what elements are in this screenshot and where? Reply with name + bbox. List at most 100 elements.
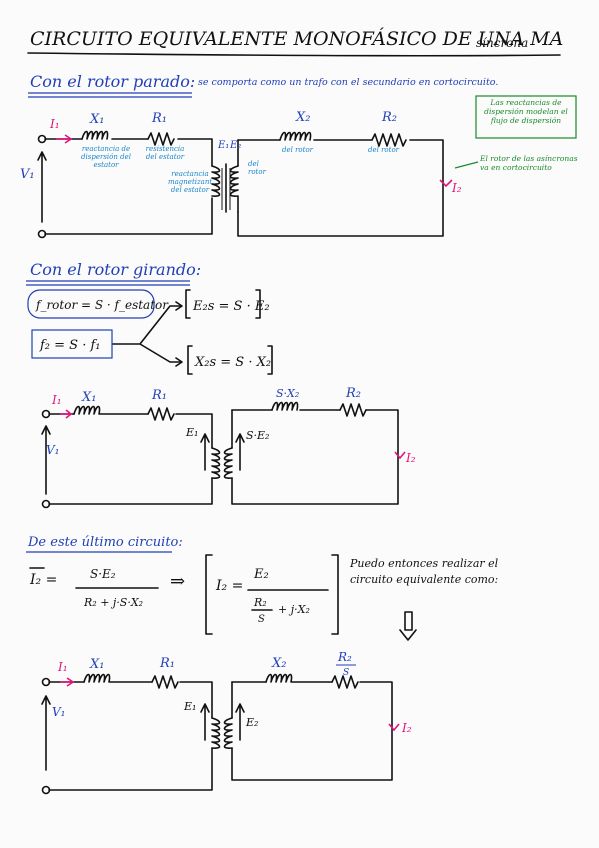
inductor-x1-symbol-2 xyxy=(73,405,101,415)
branch-arrows-icon xyxy=(112,305,181,363)
label-x2-3: X₂ xyxy=(271,656,286,671)
v1-arrow-icon xyxy=(37,151,47,223)
eq-frotor: f_rotor = S · f_estator xyxy=(35,298,169,312)
label-s-3: S xyxy=(343,668,349,678)
coil-secondary-symbol xyxy=(229,165,239,213)
label-v1: V₁ xyxy=(20,167,35,182)
note-rotor-left: del rotor xyxy=(248,160,266,176)
label-sx2: S·X₂ xyxy=(276,387,299,400)
transformer-core-symbol xyxy=(221,168,231,210)
label-i2: I₂ xyxy=(451,181,462,195)
eq1-numerator: S·E₂ xyxy=(90,567,116,581)
circuit1-wires xyxy=(37,134,444,239)
i1-arrow-icon xyxy=(56,134,73,144)
coil-primary-symbol-2 xyxy=(211,447,221,479)
eq1-denominator: R₂ + j·S·X₂ xyxy=(83,596,143,609)
eq-e2s-brackets xyxy=(185,289,261,319)
i2-arrow-icon-3 xyxy=(388,723,400,732)
page-title: CIRCUITO EQUIVALENTE MONOFÁSICO DE UNA M… xyxy=(30,27,563,50)
resistor-r2-symbol-2 xyxy=(339,403,367,417)
e1-arrow-icon-3 xyxy=(200,703,210,741)
e1-arrow-icon-2 xyxy=(200,433,210,471)
resistor-r1-symbol-3 xyxy=(151,675,179,689)
i2-arrow-icon xyxy=(439,179,453,188)
section1-heading-underline xyxy=(28,92,192,98)
eq-e2s: E₂s = S · E₂ xyxy=(192,299,270,314)
eq2-numerator: E₂ xyxy=(253,567,269,582)
coil-secondary-symbol-2 xyxy=(223,447,233,479)
resistor-r2s-symbol xyxy=(331,675,359,689)
inductor-x1-symbol xyxy=(81,130,109,140)
label-i1: I₁ xyxy=(49,117,60,131)
note-x1: reactancia de dispersión del estator xyxy=(81,145,131,169)
label-x1-2: X₁ xyxy=(81,390,96,405)
resistor-r2-symbol xyxy=(371,133,407,147)
eq2-den-r2: R₂ xyxy=(253,596,267,609)
coil-secondary-symbol-3 xyxy=(223,717,233,749)
label-v1-2: V₁ xyxy=(46,443,59,457)
inductor-x2-symbol-3 xyxy=(265,673,293,683)
se2-arrow-icon xyxy=(235,433,245,471)
down-arrow-icon xyxy=(399,611,417,641)
resistor-r1-symbol-2 xyxy=(147,407,175,421)
label-i2-3: I₂ xyxy=(401,721,412,735)
label-r2-3: R₂ xyxy=(337,650,352,664)
circuit2-wires xyxy=(41,409,399,509)
eq2-den-s: S xyxy=(258,614,265,625)
label-r2: R₂ xyxy=(381,110,397,125)
v1-arrow-icon-2 xyxy=(41,425,51,495)
eq2-brackets xyxy=(205,554,339,635)
label-x2: X₂ xyxy=(295,110,310,125)
note-shortcircuit: El rotor de las asíncronas va en cortoci… xyxy=(480,154,578,172)
label-i2-2: I₂ xyxy=(405,451,416,465)
note-r1: resistencia del estator xyxy=(146,145,185,161)
label-se2: S·E₂ xyxy=(246,429,269,442)
i2-arrow-icon-2 xyxy=(394,451,406,460)
resistor-r1-symbol xyxy=(147,132,175,146)
implies-arrow-icon: ⇒ xyxy=(170,571,185,592)
e2-arrow-icon-3 xyxy=(235,703,245,741)
note-r2: del rotor xyxy=(368,146,400,154)
note-box: Las reactancias de dispersión modelan el… xyxy=(484,98,568,125)
label-e1-3: E₁ xyxy=(183,700,196,713)
label-r1-2: R₁ xyxy=(151,388,167,403)
label-i1-2: I₁ xyxy=(51,393,62,407)
coil-primary-symbol xyxy=(211,165,221,197)
note-pointer-icon xyxy=(454,161,479,169)
i1-arrow-icon-2 xyxy=(60,409,73,419)
section2-heading-underline xyxy=(26,280,190,286)
section3-note: Puedo entonces realizar el circuito equi… xyxy=(350,557,498,586)
eq-frotor-frame xyxy=(27,289,155,319)
section1-description: se comporta como un trafo con el secunda… xyxy=(198,77,498,88)
note-box-frame xyxy=(475,95,577,139)
eq-x2s: X₂s = S · X₂ xyxy=(194,355,271,370)
label-r1-3: R₁ xyxy=(159,656,175,671)
page-title-suffix: síncrona xyxy=(476,36,528,50)
inductor-sx2-symbol xyxy=(271,401,299,411)
label-r2-2: R₂ xyxy=(345,386,361,401)
coil-primary-symbol-3 xyxy=(211,717,221,749)
inductor-x1-symbol-3 xyxy=(83,673,111,683)
eq-f2-frame xyxy=(31,329,113,359)
label-r1: R₁ xyxy=(151,111,167,126)
v1-arrow-icon-3 xyxy=(41,695,51,771)
eq-f2: f₂ = S · f₁ xyxy=(39,338,101,353)
circuit3-wires xyxy=(41,677,393,795)
section2-heading: Con el rotor girando: xyxy=(30,260,201,279)
label-e1: E₁ xyxy=(217,140,229,151)
label-e2: E₂ xyxy=(229,140,241,151)
eq2-den-rest: + j·X₂ xyxy=(278,603,310,616)
i1-arrow-icon-3 xyxy=(60,677,75,687)
eq-x2s-brackets xyxy=(187,345,273,375)
label-e1-2: E₁ xyxy=(185,426,198,439)
note-xm: reactancia magnetizante del estator xyxy=(168,170,212,194)
section3-heading: De este último circuito: xyxy=(27,535,183,550)
label-x1: X₁ xyxy=(89,112,104,127)
label-v1-3: V₁ xyxy=(52,705,65,719)
inductor-x2-symbol xyxy=(279,131,312,141)
label-e2-3: E₂ xyxy=(245,716,258,729)
eq1-lhs: I₂ = xyxy=(29,572,57,588)
note-x2: del rotor xyxy=(282,146,314,154)
